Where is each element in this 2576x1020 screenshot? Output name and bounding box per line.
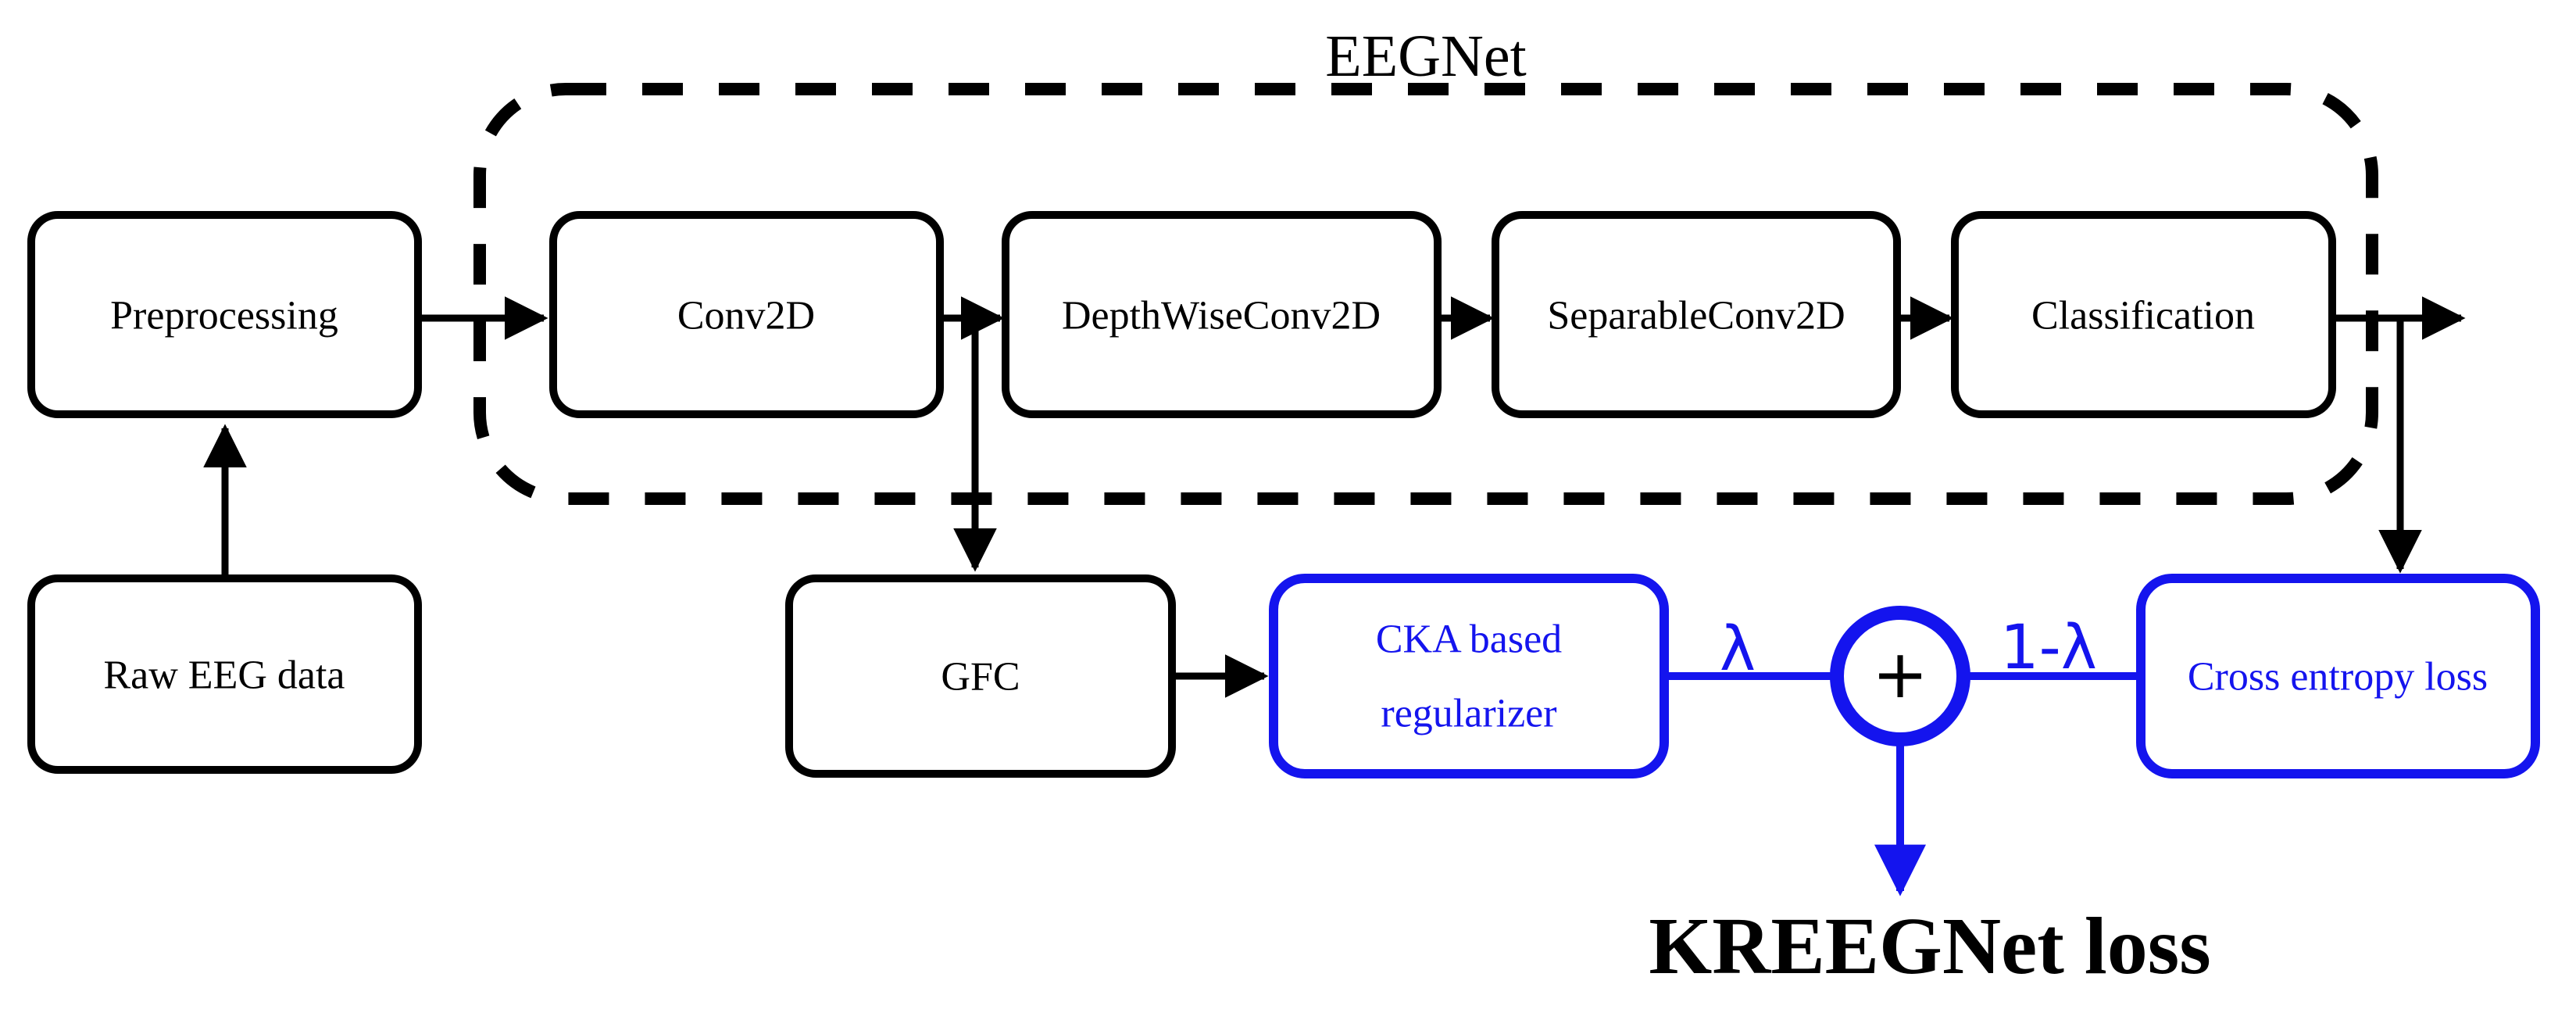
depthwise-conv2d-box [1002,211,1442,418]
cka-regularizer-box [1269,574,1669,778]
raw-eeg-data-box [27,574,422,774]
kreegnet-loss-label: KREEGNet loss [1649,901,2210,991]
sum-plus-sign: + [1872,635,1928,714]
node-separable-conv2d: SeparableConv2D [1492,211,1901,418]
eegnet-dashed-frame [473,83,2378,505]
node-cross-entropy-loss: Cross entropy loss [2136,574,2540,778]
node-conv2d: Conv2D [549,211,944,418]
node-classification: Classification [1951,211,2336,418]
classification-box [1951,211,2336,418]
cross-entropy-loss-label: Cross entropy loss [2188,655,2488,700]
raw-eeg-data-label: Raw EEG data [103,653,345,698]
sum-circle [1830,606,1970,746]
conv2d-label: Conv2D [677,294,815,338]
preprocessing-box [27,211,422,418]
node-gfc: GFC [785,574,1176,778]
cka-regularizer-label-line2: regularizer [1381,692,1556,736]
cross-entropy-loss-box [2136,574,2540,778]
node-depthwise-conv2d: DepthWiseConv2D [1002,211,1442,418]
eegnet-frame-title: EEGNet [1325,23,1526,89]
separable-conv2d-box [1492,211,1901,418]
separable-conv2d-label: SeparableConv2D [1547,294,1845,338]
node-cka-regularizer: CKA based regularizer [1269,574,1669,778]
preprocessing-label: Preprocessing [110,294,338,338]
gfc-label: GFC [941,655,1020,700]
node-preprocessing: Preprocessing [27,211,422,418]
depthwise-conv2d-label: DepthWiseConv2D [1062,294,1381,338]
classification-label: Classification [2031,294,2255,338]
conv2d-box [549,211,944,418]
sum-operator: + [1830,606,1970,746]
node-raw-eeg-data: Raw EEG data [27,574,422,774]
cka-regularizer-label-line1: CKA based [1376,617,1562,662]
gfc-box [785,574,1176,778]
one-minus-lambda-edge-label: 1-λ [2000,613,2097,683]
lambda-edge-label: λ [1720,614,1756,685]
